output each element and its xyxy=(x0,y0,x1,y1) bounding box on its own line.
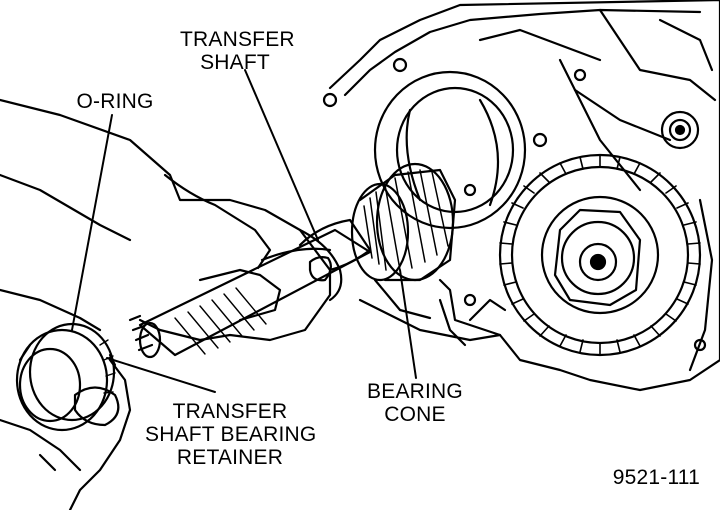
leader-retainer xyxy=(106,357,216,393)
transfer-case-housing xyxy=(322,0,720,392)
label-transfer-shaft-line-1: TRANSFER xyxy=(180,28,295,51)
label-transfer-shaft-line-2: SHAFT xyxy=(200,51,270,74)
leader-o-ring xyxy=(71,114,113,331)
bearing-retainer xyxy=(15,322,117,432)
figure-id: 9521-111 xyxy=(612,466,700,489)
label-retainer-line-2: SHAFT BEARING xyxy=(145,423,317,446)
ring-gear xyxy=(498,153,702,357)
label-bearing-cone: BEARING CONE xyxy=(360,380,470,426)
transfer-shaft xyxy=(128,218,372,359)
hand-holding-shaft xyxy=(0,98,343,342)
leader-transfer-shaft xyxy=(244,69,319,241)
bearing-cone-and-gear xyxy=(350,162,457,282)
label-retainer-line-1: TRANSFER xyxy=(172,400,288,423)
label-transfer-shaft: TRANSFER SHAFT xyxy=(180,28,295,74)
label-bearing-cone-line-2: CONE xyxy=(384,403,446,426)
label-bearing-cone-line-1: BEARING xyxy=(367,380,463,403)
housing-bore xyxy=(373,70,527,230)
leader-lines xyxy=(71,69,417,393)
label-o-ring: O-RING xyxy=(76,90,154,113)
label-retainer-line-3: RETAINER xyxy=(176,446,284,469)
label-retainer: TRANSFER SHAFT BEARING RETAINER xyxy=(145,400,317,469)
leader-bearing-cone xyxy=(399,269,417,379)
hand-holding-retainer xyxy=(0,288,132,510)
